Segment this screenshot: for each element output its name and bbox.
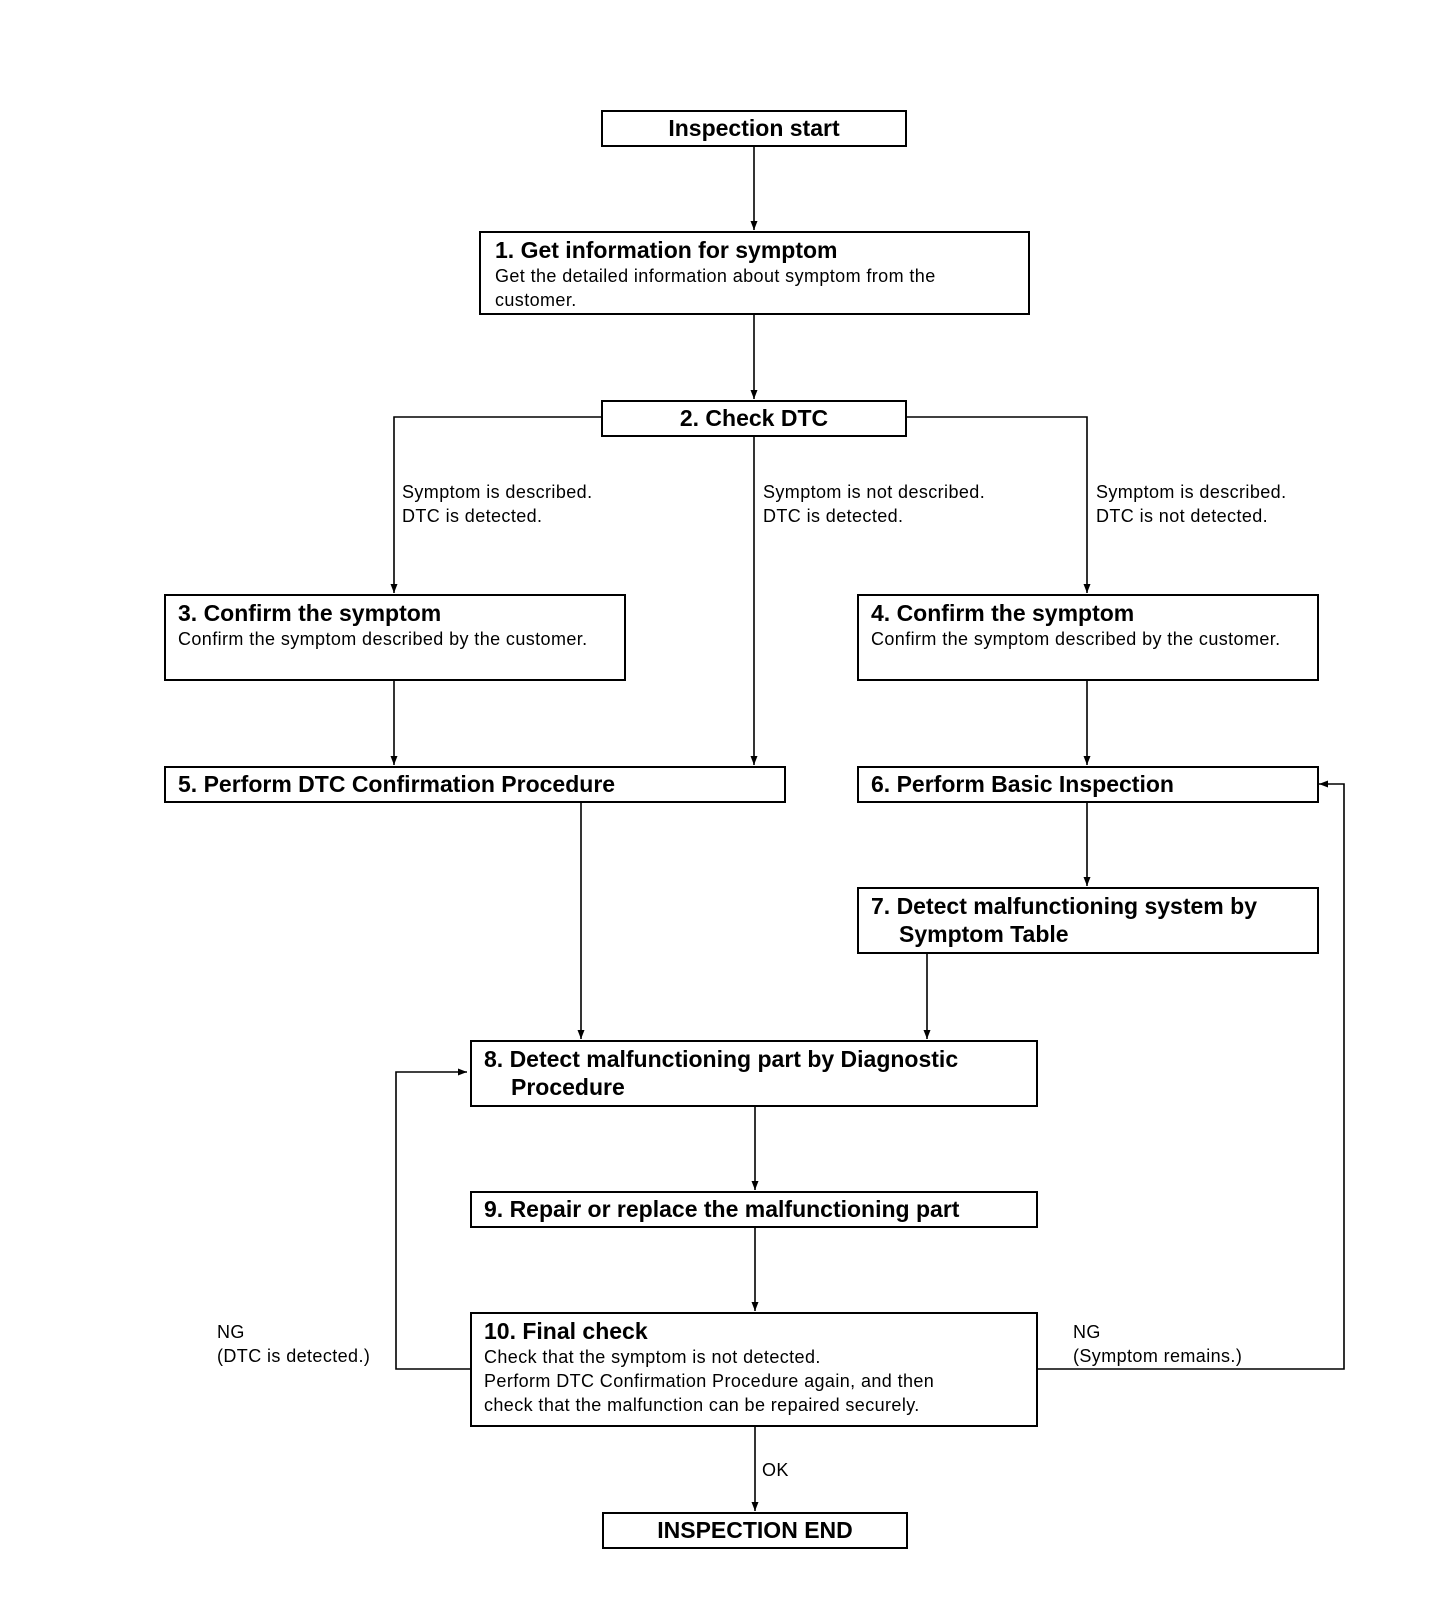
branch-label-left: Symptom is described. DTC is detected.: [402, 480, 592, 528]
step-9-label: 9. Repair or replace the malfunctioning …: [484, 1196, 960, 1222]
step-9-box: 9. Repair or replace the malfunctioning …: [470, 1191, 1038, 1228]
step-2-box: 2. Check DTC: [601, 400, 907, 437]
ng-right-line2: (Symptom remains.): [1073, 1346, 1243, 1366]
branch-right-line1: Symptom is described.: [1096, 482, 1287, 502]
step-7-box: 7. Detect malfunctioning system by Sympt…: [857, 887, 1319, 954]
branch-left-line2: DTC is detected.: [402, 506, 543, 526]
ng-right-line1: NG: [1073, 1322, 1101, 1342]
step-4-box: 4. Confirm the symptom Confirm the sympt…: [857, 594, 1319, 681]
step-4-desc: Confirm the symptom described by the cus…: [871, 629, 1281, 649]
step-10-desc-line3: check that the malfunction can be repair…: [484, 1395, 920, 1415]
branch-label-middle: Symptom is not described. DTC is detecte…: [763, 480, 985, 528]
ng-label-right: NG (Symptom remains.): [1073, 1320, 1242, 1368]
branch-middle-line2: DTC is detected.: [763, 506, 904, 526]
inspection-start-box: Inspection start: [601, 110, 907, 147]
ng-label-left: NG (DTC is detected.): [217, 1320, 370, 1368]
inspection-end-label: INSPECTION END: [657, 1517, 853, 1543]
step-6-label: 6. Perform Basic Inspection: [871, 771, 1174, 797]
ng-left-line1: NG: [217, 1322, 245, 1342]
inspection-start-label: Inspection start: [668, 115, 840, 141]
step-8-title-line2: Procedure: [511, 1074, 625, 1100]
branch-label-right: Symptom is described. DTC is not detecte…: [1096, 480, 1286, 528]
step-7-title-line2: Symptom Table: [899, 921, 1069, 947]
step-8-box: 8. Detect malfunctioning part by Diagnos…: [470, 1040, 1038, 1107]
step-3-title: 3. Confirm the symptom: [178, 600, 442, 626]
step-4-title: 4. Confirm the symptom: [871, 600, 1135, 626]
branch-middle-line1: Symptom is not described.: [763, 482, 986, 502]
step-5-box: 5. Perform DTC Confirmation Procedure: [164, 766, 786, 803]
step-1-desc: Get the detailed information about sympt…: [495, 266, 936, 310]
ng-left-line2: (DTC is detected.): [217, 1346, 371, 1366]
step-8-title-line1: 8. Detect malfunctioning part by Diagnos…: [484, 1046, 959, 1072]
step-10-desc-line1: Check that the symptom is not detected.: [484, 1347, 821, 1367]
branch-left-line1: Symptom is described.: [402, 482, 593, 502]
arrow-2-to-3: [390, 416, 601, 593]
step-1-box: 1. Get information for symptom Get the d…: [479, 231, 1030, 315]
arrow-ng-loop-to-6: [1038, 780, 1345, 1370]
arrow-ng-loop-to-8: [395, 1068, 470, 1370]
step-7-title-line1: 7. Detect malfunctioning system by: [871, 893, 1257, 919]
step-2-label: 2. Check DTC: [679, 405, 829, 431]
step-1-title: 1. Get information for symptom: [495, 237, 838, 263]
step-3-desc: Confirm the symptom described by the cus…: [178, 629, 588, 649]
branch-right-line2: DTC is not detected.: [1096, 506, 1269, 526]
step-5-label: 5. Perform DTC Confirmation Procedure: [178, 771, 616, 797]
step-10-title: 10. Final check: [484, 1318, 648, 1344]
arrow-2-to-4: [907, 416, 1091, 593]
step-10-desc-line2: Perform DTC Confirmation Procedure again…: [484, 1371, 935, 1391]
inspection-end-box: INSPECTION END: [602, 1512, 908, 1549]
step-10-box: 10. Final check Check that the symptom i…: [470, 1312, 1038, 1427]
step-6-box: 6. Perform Basic Inspection: [857, 766, 1319, 803]
ok-label: OK: [762, 1460, 789, 1480]
step-3-box: 3. Confirm the symptom Confirm the sympt…: [164, 594, 626, 681]
